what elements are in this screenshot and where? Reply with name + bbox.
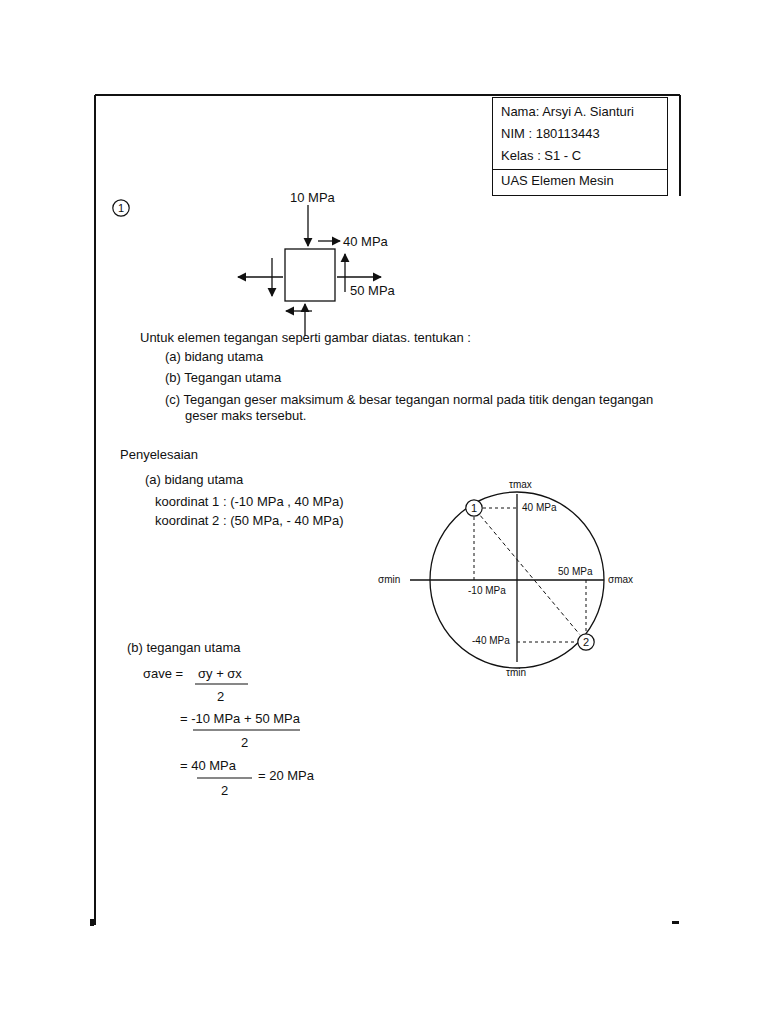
info-text: Kelas : S1 - C: [501, 145, 659, 167]
info-text: Nama: Arsyi A. Sianturi: [501, 101, 659, 123]
answer-heading: (b) tegangan utama: [127, 640, 240, 656]
circle-outline: [113, 200, 129, 216]
formula-text: = 40 MPa: [180, 758, 236, 774]
point-marker: 2: [577, 633, 595, 651]
circle-outline: [466, 500, 482, 516]
axis-label: σmin: [378, 574, 400, 586]
info-box: Nama: Arsyi A. SianturiNIM : 180113443Ke…: [492, 97, 668, 196]
callout-number: 1: [118, 202, 124, 214]
callout-number: 2: [583, 636, 589, 648]
scan-border: [95, 95, 680, 925]
formula-text: = 20 MPa: [258, 768, 314, 784]
axis-value: 40 MPa: [522, 502, 556, 514]
formula-text: = -10 MPa + 50 MPa: [180, 711, 300, 727]
info-text: NIM : 180113443: [501, 123, 659, 145]
stress-value: 50 MPa: [350, 283, 395, 299]
axis-value: -10 MPa: [468, 585, 506, 597]
axis-label: τmax: [509, 479, 532, 491]
formula-text: σave =: [143, 666, 183, 682]
axis-value: 50 MPa: [558, 566, 592, 578]
question-text: Untuk elemen tegangan seperti gambar dia…: [140, 330, 471, 346]
stress-value: 40 MPa: [343, 234, 388, 250]
axis-value: -40 MPa: [472, 635, 510, 647]
axis-label: σmax: [608, 574, 633, 586]
axis-label: τmin: [506, 667, 526, 679]
coordinate-line: koordinat 2 : (50 MPa, - 40 MPa): [155, 513, 344, 529]
formula-text: 2: [221, 783, 228, 799]
formula-text: σy + σx: [198, 666, 242, 682]
mohr-circle: [410, 492, 604, 668]
point-marker: 1: [465, 499, 483, 517]
circle-outline: [578, 634, 594, 650]
answer-heading: (a) bidang utama: [145, 472, 243, 488]
formula-text: 2: [241, 735, 248, 751]
question-item: (c) Tegangan geser maksimum & besar tega…: [165, 392, 655, 424]
formula-text: 2: [217, 689, 224, 705]
coordinate-line: koordinat 1 : (-10 MPa , 40 MPa): [155, 494, 344, 510]
scan-mark: [90, 919, 94, 926]
callout-number: 1: [471, 502, 477, 514]
scan-mark: [672, 921, 679, 924]
question-number: 1: [112, 199, 130, 217]
question-item: (b) Tegangan utama: [165, 370, 281, 386]
stress-value: 10 MPa: [290, 190, 335, 206]
section-heading: Penyelesaian: [120, 447, 198, 463]
info-text: UAS Elemen Mesin: [493, 169, 667, 192]
stress-element: [238, 205, 381, 336]
question-item: (a) bidang utama: [165, 349, 263, 365]
